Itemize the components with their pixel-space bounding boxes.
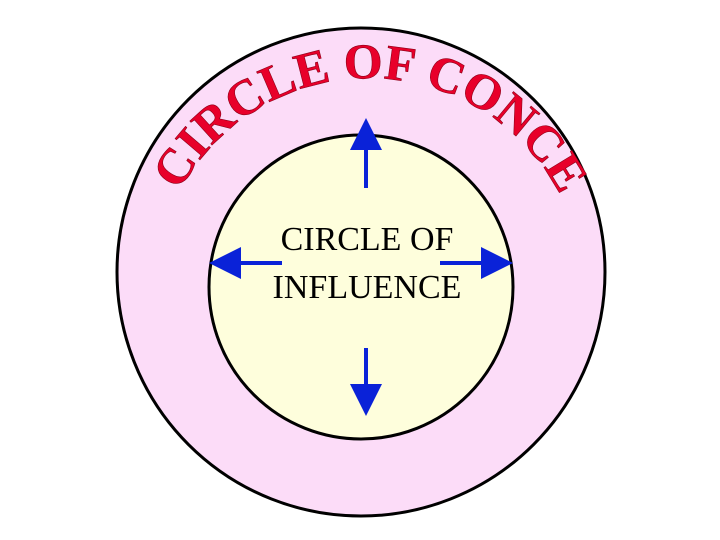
circle-of-influence-label-line1: CIRCLE OF — [281, 221, 454, 258]
circle-of-influence-label-line2: INFLUENCE — [273, 269, 462, 306]
